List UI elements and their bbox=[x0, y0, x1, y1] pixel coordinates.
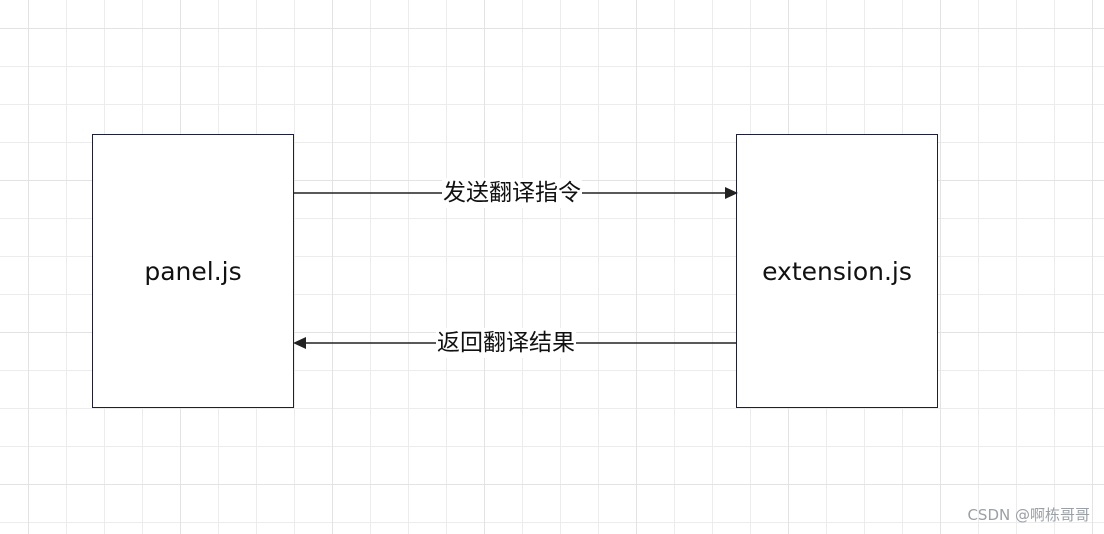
extension-js-label: extension.js bbox=[762, 256, 912, 286]
arrowhead-icon bbox=[725, 187, 738, 199]
watermark: CSDN @啊栋哥哥 bbox=[967, 506, 1090, 524]
panel-js-node[interactable]: panel.js bbox=[92, 134, 294, 408]
send-edge-label: 发送翻译指令 bbox=[442, 178, 582, 208]
arrowhead-icon bbox=[293, 337, 306, 349]
extension-js-node[interactable]: extension.js bbox=[736, 134, 938, 408]
return-edge-label: 返回翻译结果 bbox=[436, 328, 576, 358]
panel-js-label: panel.js bbox=[144, 256, 242, 286]
